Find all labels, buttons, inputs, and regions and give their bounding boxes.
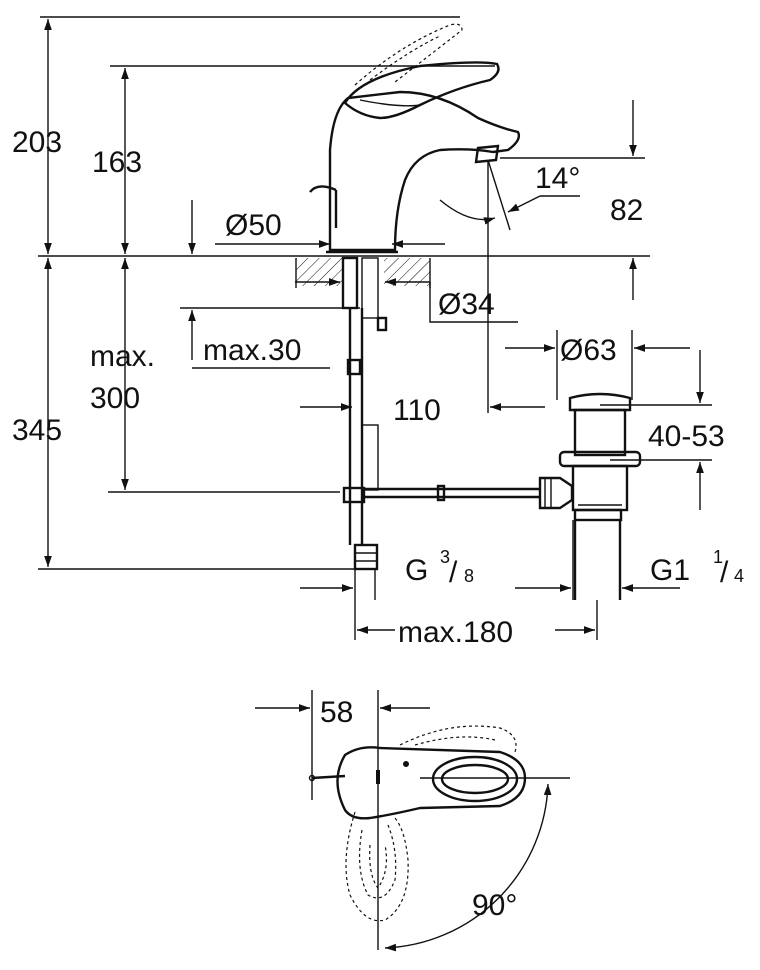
dimension-lines [44,19,704,634]
label-supply-thread-den: 8 [464,566,474,586]
label-lever-offset: 58 [320,696,353,729]
label-waste-thread-slash: / [720,556,729,589]
label-spout-reach: 110 [393,394,441,427]
label-waste-thread-num: 1 [713,547,723,567]
extension-lines [38,16,712,640]
label-waste-thread: G1 [650,554,690,587]
label-lever-rotation: 90° [472,889,517,922]
dimension-labels: 203 163 14° 82 Ø50 Ø34 max.30 max. 300 3… [12,126,744,922]
label-below-deck: 345 [12,414,62,447]
label-total-height: 203 [12,126,62,159]
label-supply-thread-num: 3 [440,547,450,567]
label-outlet-height: 82 [610,194,643,227]
label-hose-length-1: max. [90,340,155,373]
label-supply-thread-slash: / [449,556,458,589]
label-spout-height: 163 [92,146,142,179]
label-waste-range: 40-53 [648,420,725,453]
label-hole-diameter: Ø34 [438,288,495,321]
label-hose-length-2: 300 [90,382,140,415]
label-deck-thickness: max.30 [203,334,301,367]
waste-valve [558,392,642,600]
side-view [38,16,712,640]
label-max-offset: max.180 [398,616,513,649]
deck-section [295,256,431,571]
label-supply-thread: G [405,554,428,587]
label-waste-thread-den: 4 [734,566,744,586]
top-view [255,690,570,952]
pull-rod [364,476,574,510]
label-waste-diameter: Ø63 [560,334,617,367]
label-base-diameter: Ø50 [225,209,282,242]
mixer-body [309,23,521,254]
label-spout-angle: 14° [535,162,580,195]
